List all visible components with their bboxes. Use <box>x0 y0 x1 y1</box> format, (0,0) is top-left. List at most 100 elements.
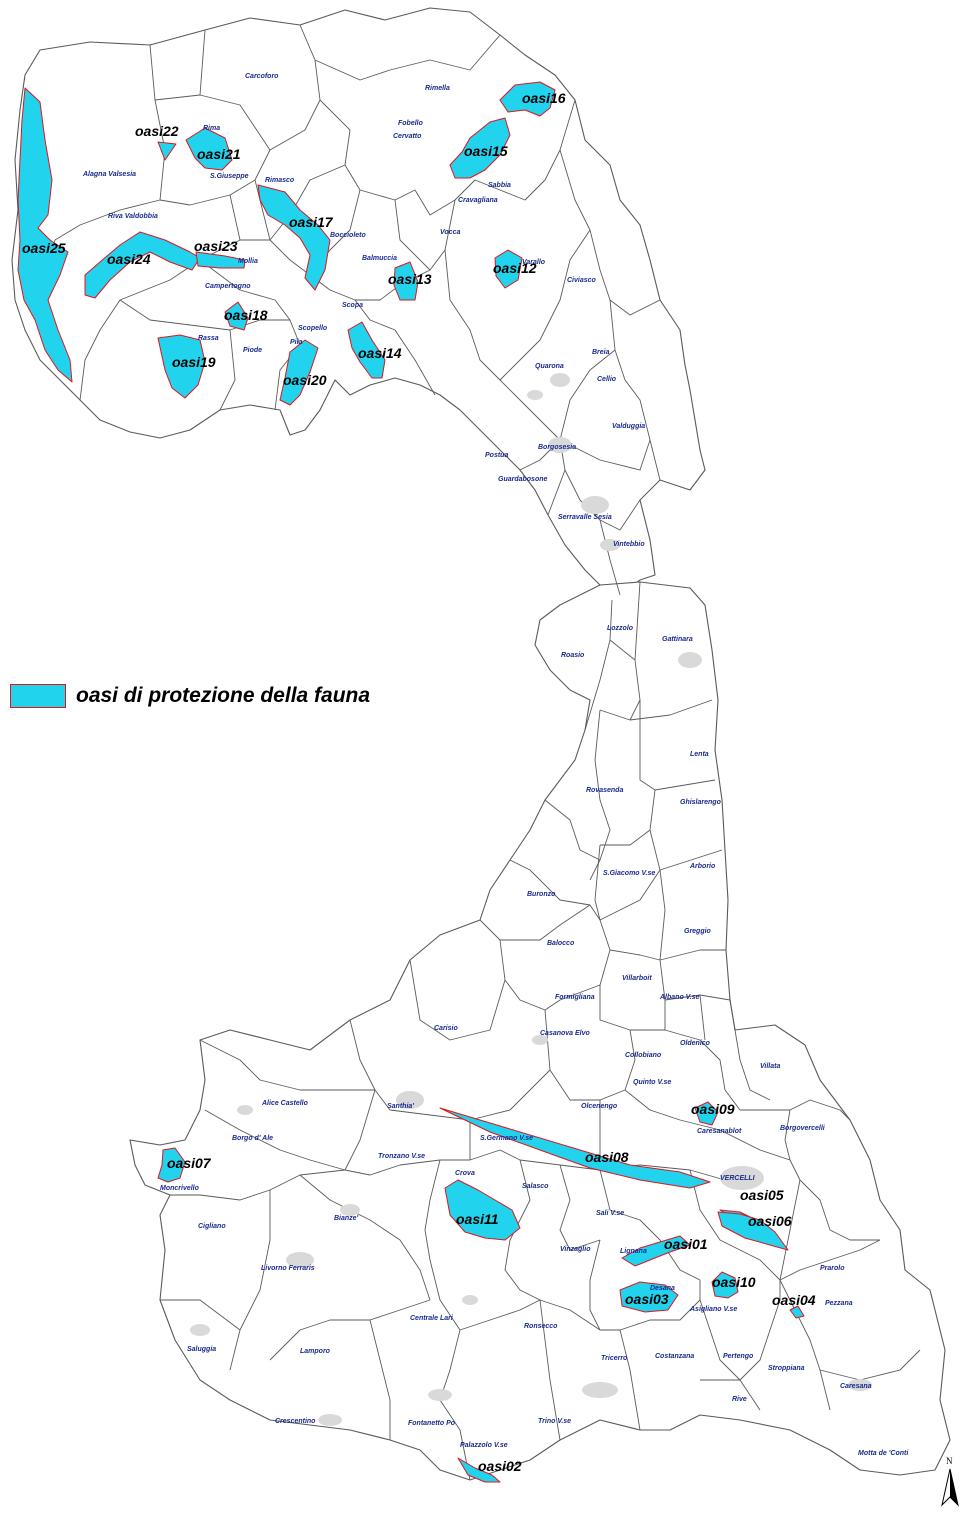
town-label: Tronzano V.se <box>378 1153 425 1160</box>
town-label: Postua <box>485 452 508 459</box>
oasi-label: oasi16 <box>522 90 566 106</box>
town-label: Pezzana <box>825 1300 853 1307</box>
oasi04-area <box>789 1305 805 1319</box>
town-label: Piode <box>243 347 262 354</box>
oasi10-area <box>711 1271 739 1299</box>
oasi-label: oasi04 <box>772 1292 816 1308</box>
town-label: Rive <box>732 1396 747 1403</box>
town-label: Rassa <box>198 335 219 342</box>
town-label: Cigliano <box>198 1223 226 1230</box>
town-label: Borgovercelli <box>780 1125 826 1132</box>
oasi11-area <box>444 1179 521 1241</box>
oasi-label: oasi10 <box>712 1274 756 1290</box>
town-label: Rimella <box>425 85 450 92</box>
town-label: Valduggia <box>612 423 645 430</box>
town-label: Bianze' <box>334 1215 359 1222</box>
oasi-label: oasi08 <box>585 1149 629 1165</box>
oasi16-area <box>499 81 556 117</box>
oasi18-area <box>224 301 249 331</box>
oasi24-area <box>84 231 201 299</box>
town-label: Buronzo <box>527 891 556 898</box>
town-label: Lenta <box>690 751 709 758</box>
town-label: Stroppiana <box>768 1365 805 1372</box>
town-label: S.Germano V.se <box>480 1135 533 1142</box>
town-label: Villata <box>760 1063 780 1070</box>
town-label: Trino V.se <box>538 1418 571 1425</box>
town-label: Riva Valdobbia <box>108 213 158 220</box>
town-label: Centrale Lari <box>410 1315 454 1322</box>
legend-swatch <box>10 684 66 708</box>
town-label: Breia <box>592 349 610 356</box>
town-label: Quinto V.se <box>633 1079 671 1086</box>
town-label: Saluggia <box>187 1346 216 1353</box>
oasi-label: oasi03 <box>625 1291 669 1307</box>
oasi-label: oasi01 <box>664 1236 708 1252</box>
town-label: Cravagliana <box>458 197 498 204</box>
town-label: Serravalle Sesia <box>558 514 612 521</box>
town-label: Prarolo <box>820 1265 845 1272</box>
oasi03-area <box>619 1281 679 1313</box>
oasi-label: oasi22 <box>135 123 179 139</box>
town-label: Mollia <box>238 258 258 265</box>
urban-areas <box>190 373 872 1426</box>
north-label: N <box>946 1456 953 1466</box>
town-label: Collobiano <box>625 1052 662 1059</box>
oasi-label: oasi14 <box>358 345 402 361</box>
oasi-label: oasi24 <box>107 251 151 267</box>
oasi-label: oasi20 <box>283 372 327 388</box>
north-arrow-icon: N <box>941 1456 959 1507</box>
oasi22-area <box>157 141 177 161</box>
town-label: Ronsecco <box>524 1323 558 1330</box>
town-label: Villarboit <box>622 975 652 982</box>
oasi07-area <box>157 1147 186 1183</box>
oasi-label: oasi25 <box>22 240 66 256</box>
town-label: Formigliana <box>555 994 595 1001</box>
town-label: Albano V.se <box>659 994 700 1001</box>
town-label: Salasco <box>522 1183 549 1190</box>
town-label: Balmuccia <box>362 255 397 262</box>
oasi19-area <box>157 334 206 399</box>
town-label: Lozzolo <box>607 625 634 632</box>
town-label: Rimasco <box>265 177 295 184</box>
town-label: Rovasenda <box>586 787 623 794</box>
town-label: Crova <box>455 1170 475 1177</box>
oasi01-area <box>621 1235 691 1267</box>
town-label: Scopa <box>342 302 363 309</box>
town-label: Borgosesia <box>538 444 576 451</box>
town-label: Alice Castello <box>261 1100 309 1107</box>
oasi-label: oasi09 <box>691 1101 735 1117</box>
oasi21-area <box>185 127 233 171</box>
town-label: Pila <box>290 339 303 346</box>
oasi-areas <box>17 81 805 1483</box>
oasi23-area <box>195 251 246 269</box>
town-label: Cellio <box>597 376 617 383</box>
province-boundary-north <box>11 7 706 596</box>
oasi13-area <box>393 261 419 301</box>
town-label: S.Giacomo V.se <box>603 870 655 877</box>
town-labels: Carcoforo Rimella Rima Fobello Cervatto … <box>82 73 909 1457</box>
oasi20-area <box>279 339 319 406</box>
town-label: Lamporo <box>300 1348 331 1355</box>
town-label: Vinzaglio <box>560 1246 591 1253</box>
oasi17-area <box>257 184 331 291</box>
town-label: Pertengo <box>723 1353 754 1360</box>
town-label: Boccioleto <box>330 232 367 239</box>
oasi-label: oasi23 <box>194 238 238 254</box>
town-label: Campertogno <box>205 283 251 290</box>
town-label: Greggio <box>684 928 712 935</box>
town-label: Civiasco <box>567 277 597 284</box>
town-label: Caresanablot <box>697 1128 742 1135</box>
oasi-label: oasi12 <box>493 260 537 276</box>
town-label: Santhia' <box>387 1103 414 1110</box>
town-label: Ghislarengo <box>680 799 722 806</box>
town-label: Casanova Elvo <box>540 1030 591 1037</box>
oasi02-area <box>457 1457 501 1483</box>
town-label: Vocca <box>440 229 460 236</box>
town-label: Carisio <box>434 1025 458 1032</box>
town-label: Carcoforo <box>245 73 279 80</box>
town-label: Costanzana <box>655 1353 694 1360</box>
town-label: Lignana <box>620 1248 647 1255</box>
oasi-label: oasi18 <box>224 307 268 323</box>
oasi25-area <box>17 87 73 383</box>
